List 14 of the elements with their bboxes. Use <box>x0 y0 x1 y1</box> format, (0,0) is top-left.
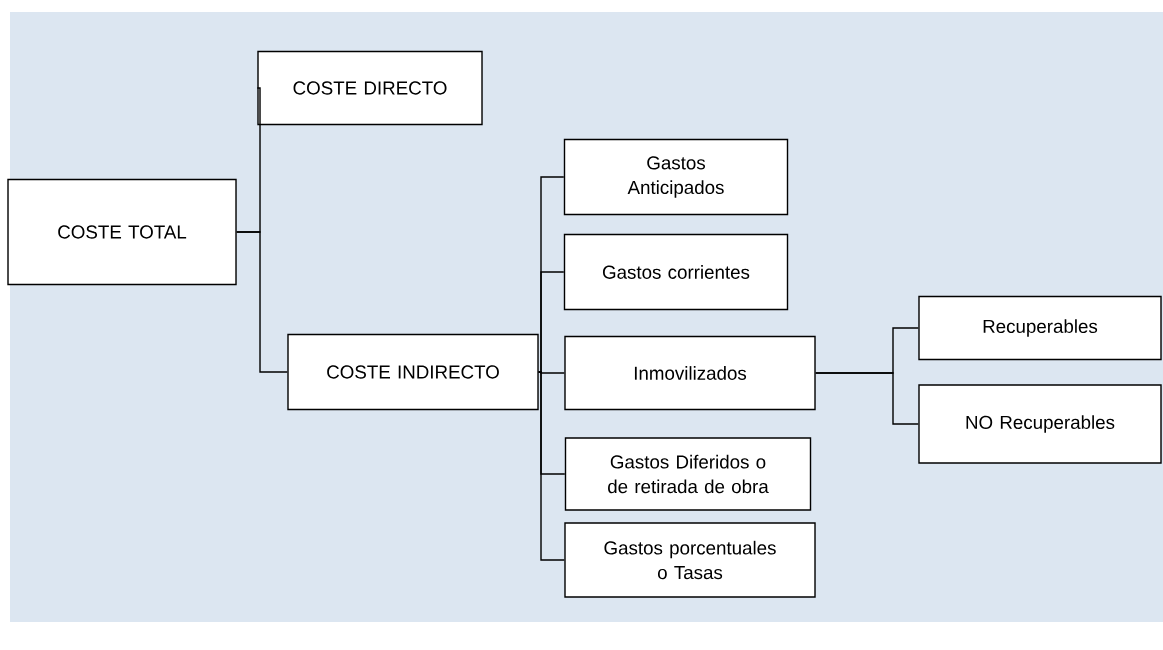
process-box: Gastos porcentuales o Tasas <box>564 522 816 598</box>
process-box: Gastos corrientes <box>563 233 789 311</box>
process-box: Recuperables <box>918 295 1162 361</box>
process-box: COSTE DIRECTO <box>257 50 483 126</box>
process-box: Gastos Anticipados <box>563 138 789 216</box>
process-box: Inmovilizados <box>564 335 816 411</box>
process-box: NO Recuperables <box>918 384 1162 464</box>
process-box: Gastos Diferidos o de retirada de obra <box>564 437 812 511</box>
process-box: COSTE TOTAL <box>7 178 237 286</box>
connector <box>538 371 565 561</box>
connector <box>538 271 565 373</box>
process-box: COSTE INDIRECTO <box>287 333 539 411</box>
connector <box>236 231 288 373</box>
connector <box>815 372 919 425</box>
